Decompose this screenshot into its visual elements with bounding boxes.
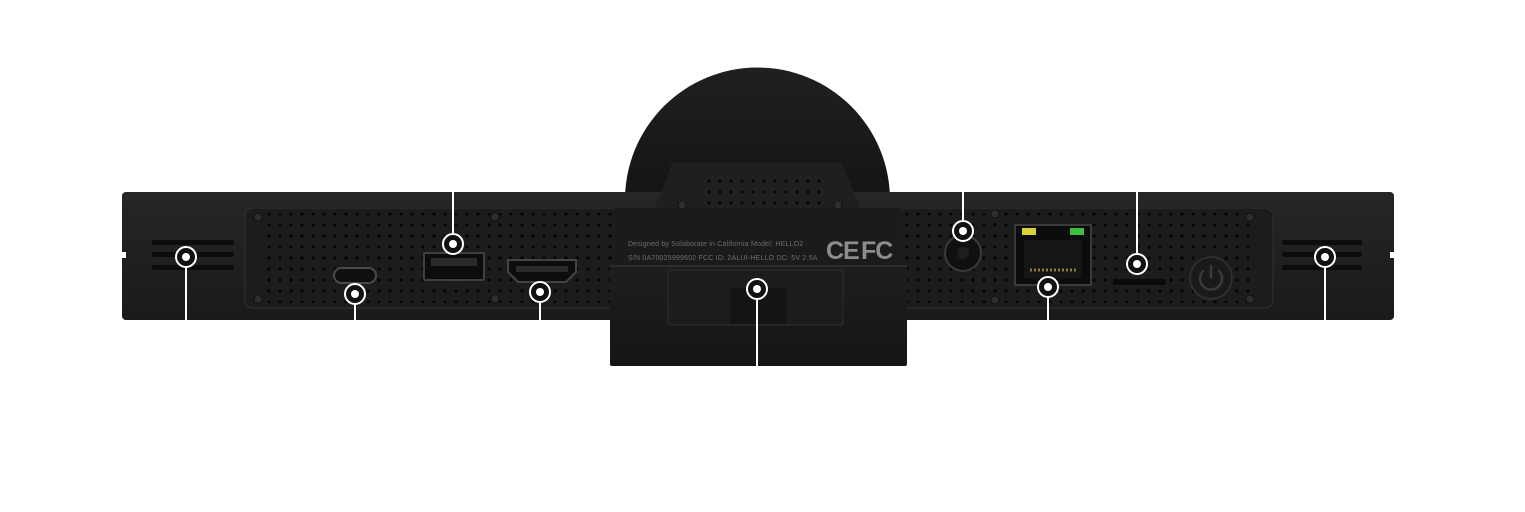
usb-c-port-body [333,267,377,284]
device-label-line2: S/N 0A70025999602 FCC ID: 2ALUI-HELLO DC… [628,255,818,262]
hotspot-dc-power-jack[interactable] [952,220,974,242]
leader-left-speaker [185,268,187,320]
hotspot-right-speaker[interactable] [1314,246,1336,268]
microsd-body [1113,279,1166,285]
hotspot-usb-c-port[interactable] [344,283,366,305]
device-label-line1: Designed by Solaborate in California Mod… [628,241,804,248]
hotspot-ethernet-port[interactable] [1037,276,1059,298]
leader-usb-a [452,192,454,233]
hotspot-usb-a-port[interactable] [442,233,464,255]
hotspot-microsd-slot[interactable] [1126,253,1148,275]
leader-hdmi [539,303,541,320]
leader-microsd [1136,192,1138,253]
usb-a-port-body [423,252,485,281]
hotspot-hdmi-port[interactable] [529,281,551,303]
leader-dc-jack [962,192,964,220]
leader-ethernet [1047,298,1049,320]
leader-right-speaker [1324,268,1326,320]
leader-mount-clip [756,300,758,366]
hotspot-left-speaker[interactable] [175,246,197,268]
ce-mark: CE [826,237,860,265]
hotspot-mount-clip[interactable] [746,278,768,300]
fcc-mark: FC [861,237,893,265]
leader-usb-c [354,305,356,320]
